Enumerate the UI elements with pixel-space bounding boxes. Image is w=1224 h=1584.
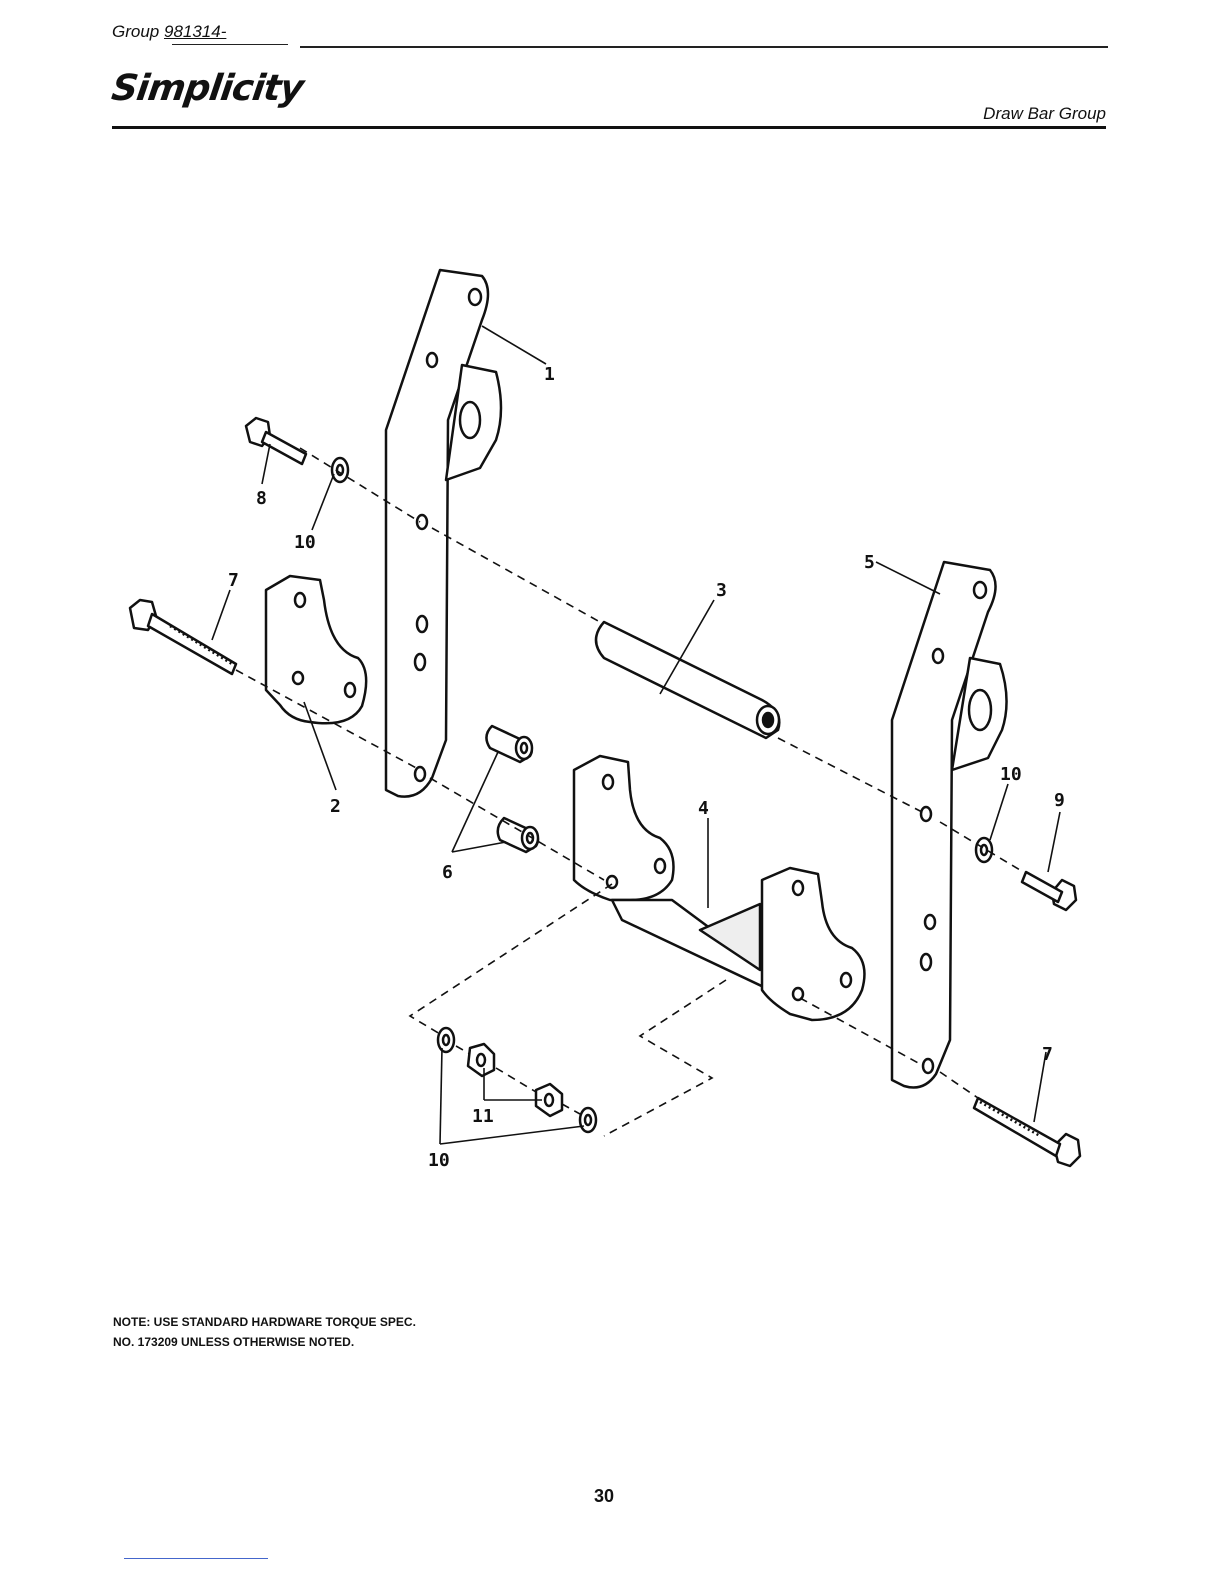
callout-10-right: 10 (1000, 764, 1022, 785)
right-side-bracket (892, 562, 1007, 1088)
tube (596, 622, 779, 738)
draw-bar-weldment (574, 756, 864, 1020)
spacer-lower (498, 818, 538, 852)
exploded-parts-diagram: 1 2 3 4 5 6 7 7 8 9 10 10 10 11 (0, 150, 1224, 1230)
group-prefix: Group (112, 22, 159, 41)
group-number: 981314- (164, 22, 226, 41)
callout-1: 1 (544, 364, 555, 385)
long-bolt-left (130, 600, 236, 674)
callout-4: 4 (698, 798, 709, 819)
left-side-bracket (386, 270, 501, 797)
section-title: Draw Bar Group (983, 104, 1106, 124)
spacer-upper (486, 726, 532, 762)
callout-2: 2 (330, 796, 341, 817)
callout-9: 9 (1054, 790, 1065, 811)
callout-10-lower: 10 (428, 1150, 450, 1171)
callout-5: 5 (864, 552, 875, 573)
callout-7-left: 7 (228, 570, 239, 591)
callout-8: 8 (256, 488, 267, 509)
long-bolt-right (974, 1098, 1080, 1166)
group-underline (172, 44, 288, 45)
brand-logo: Simplicity (109, 68, 305, 109)
callout-11: 11 (472, 1106, 494, 1127)
short-bolt-right (1022, 872, 1076, 910)
top-rule (300, 46, 1108, 48)
callout-10-upper: 10 (294, 532, 316, 553)
short-bolt-upper (246, 418, 306, 464)
page-number: 30 (594, 1486, 614, 1507)
callout-7-right: 7 (1042, 1044, 1053, 1065)
callout-3: 3 (716, 580, 727, 601)
header-rule (112, 126, 1106, 129)
footer-rule (124, 1558, 268, 1559)
group-label: Group 981314- (112, 22, 226, 42)
hardware-note: NOTE: USE STANDARD HARDWARE TORQUE SPEC.… (113, 1312, 433, 1352)
small-plate (266, 576, 366, 723)
callout-6: 6 (442, 862, 453, 883)
